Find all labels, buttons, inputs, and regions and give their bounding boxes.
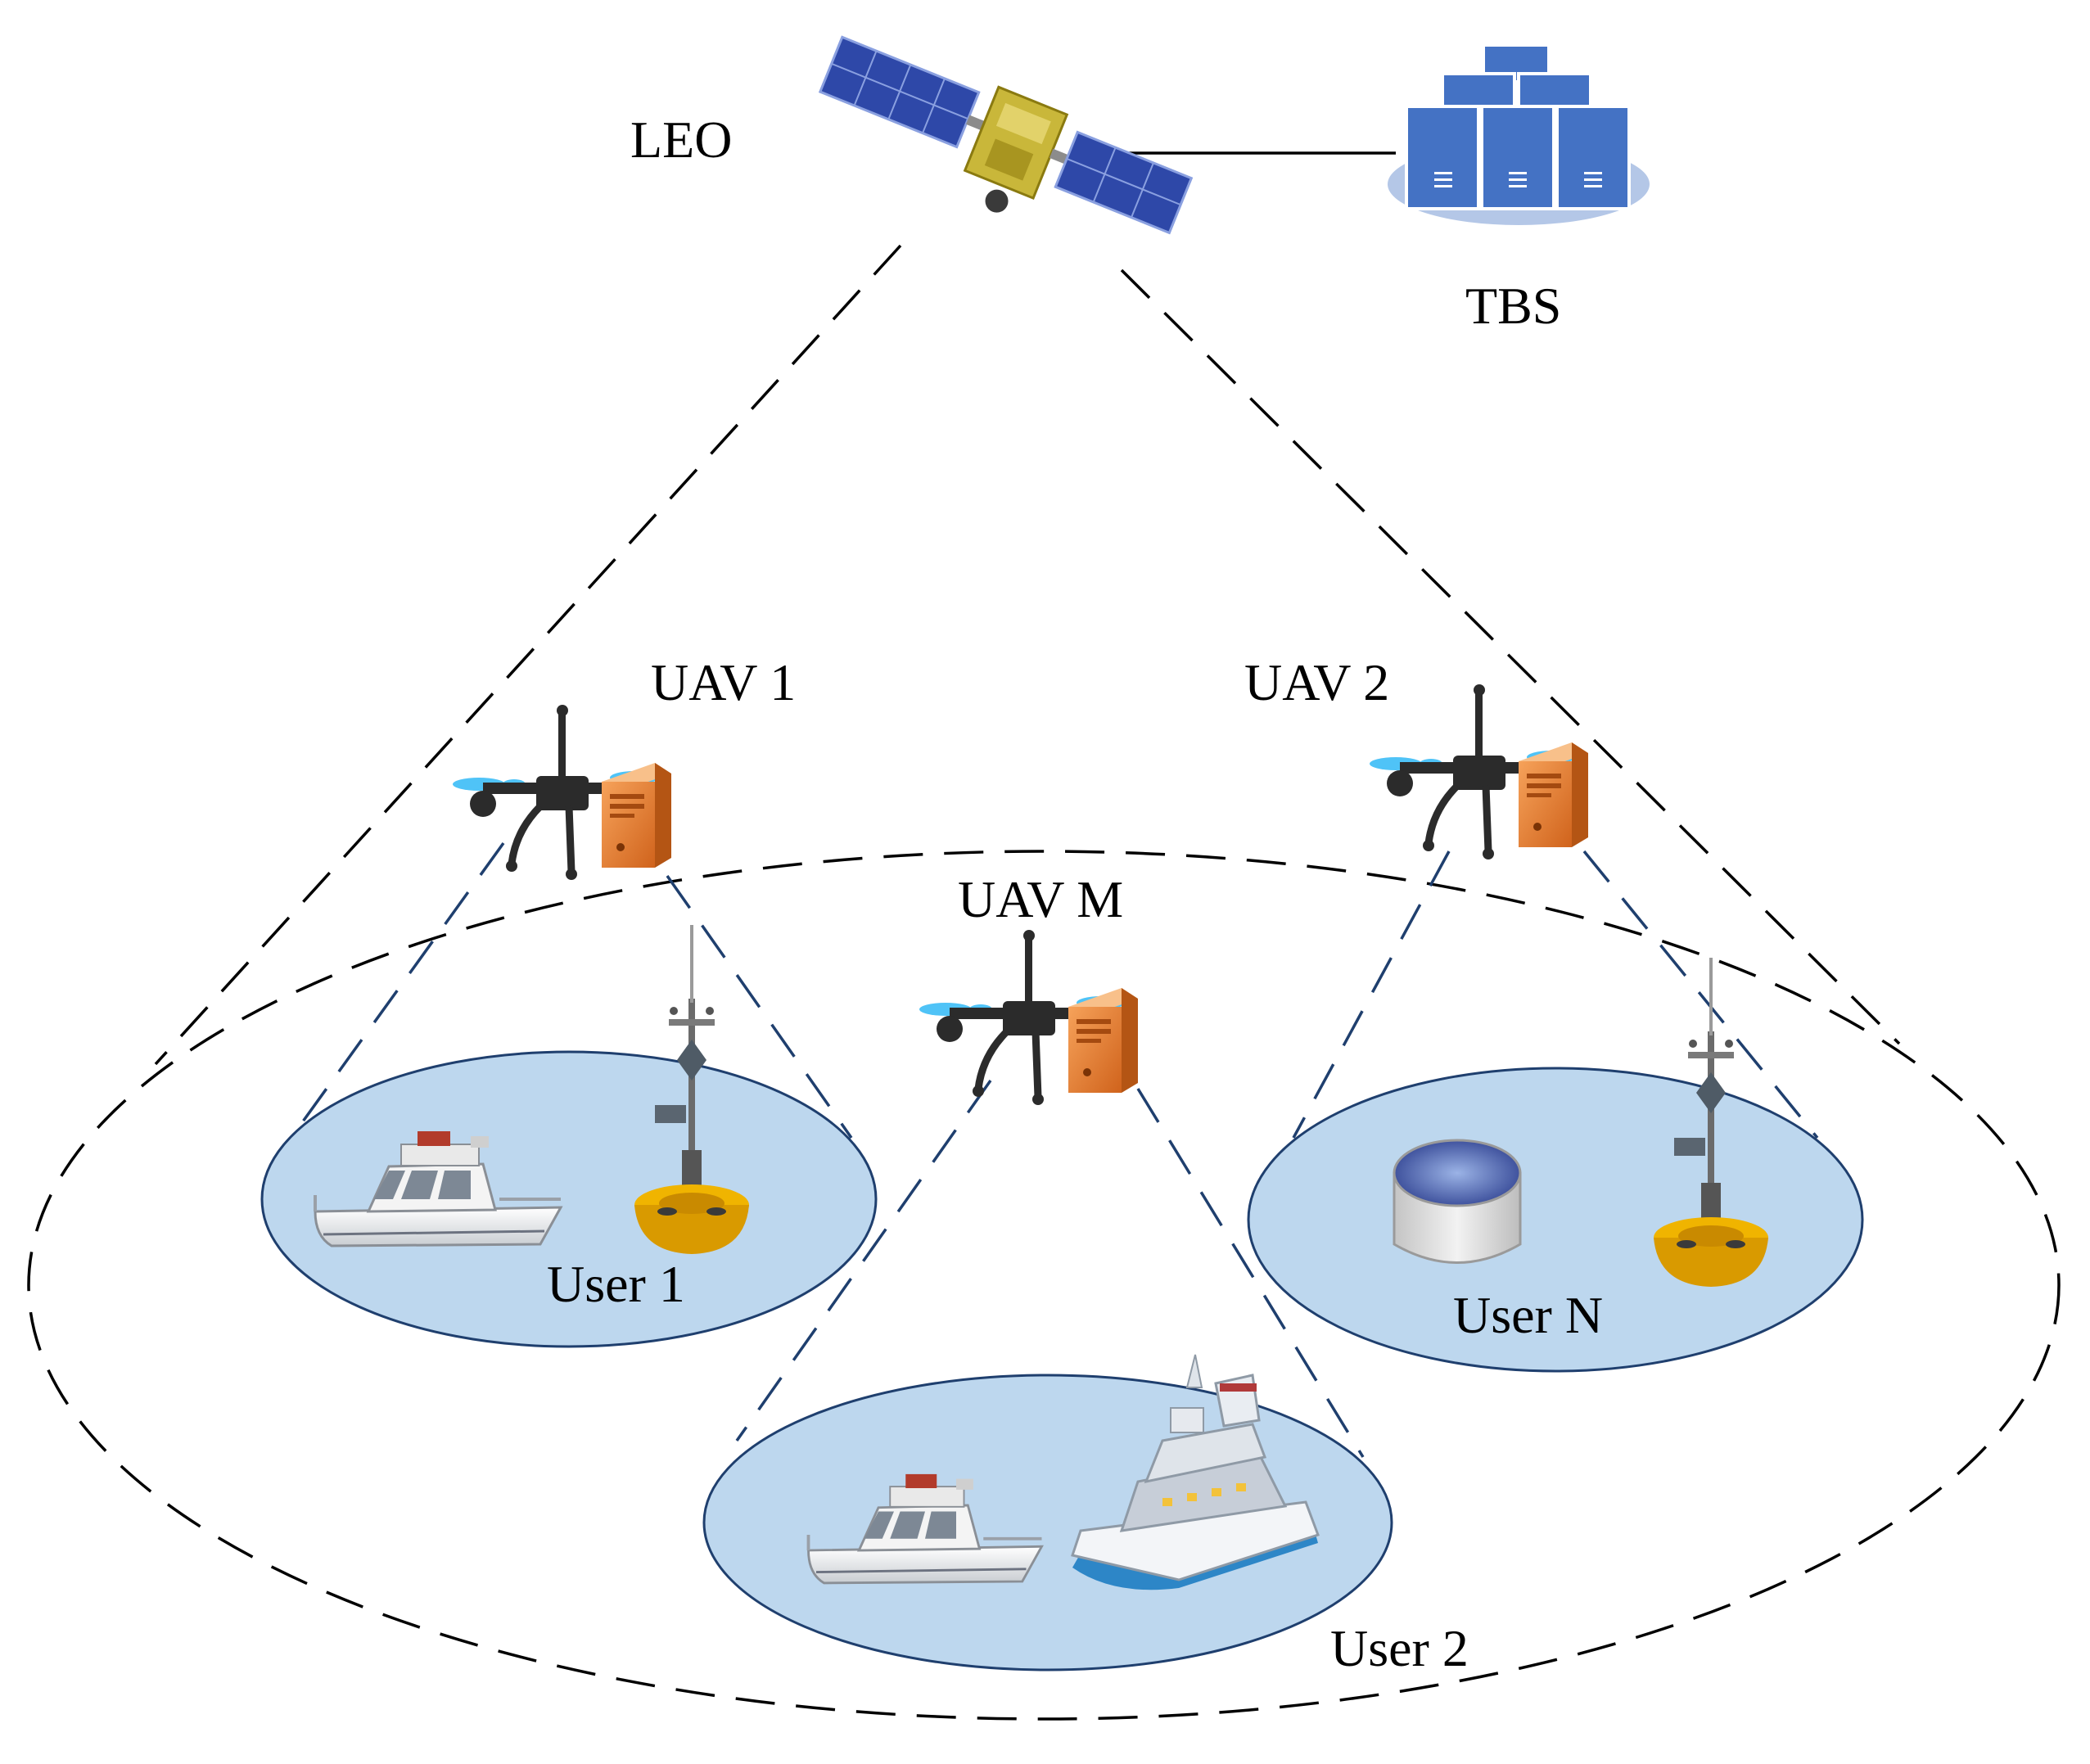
server-stack-icon (1388, 43, 1650, 225)
uavM-icon (919, 930, 1138, 1105)
tank-icon (1393, 1139, 1522, 1264)
uav2-beam-right (1582, 850, 1819, 1139)
leo-label: LEO (630, 111, 732, 169)
uav1-icon (453, 705, 671, 880)
user2-label: User 2 (1330, 1619, 1469, 1677)
uavM-label: UAV M (958, 870, 1123, 928)
leo-coverage-right-line (1120, 268, 1901, 1045)
uavM-beam-right (1136, 1088, 1365, 1458)
uav2-icon (1370, 684, 1588, 859)
tbs-label: TBS (1465, 277, 1561, 335)
uav2-label: UAV 2 (1244, 653, 1389, 711)
user1-label: User 1 (547, 1255, 685, 1313)
uav1-label: UAV 1 (651, 653, 796, 711)
leo-coverage-left-line (154, 244, 902, 1066)
uav2-beam-left (1292, 850, 1451, 1139)
satellite-icon (818, 35, 1194, 235)
uav1-beam-right (666, 874, 853, 1139)
coverage-area-ellipse (27, 850, 2061, 1721)
user1-cluster (260, 1050, 878, 1348)
userN-label: User N (1453, 1286, 1603, 1344)
uavM-beam-left (735, 1079, 992, 1442)
